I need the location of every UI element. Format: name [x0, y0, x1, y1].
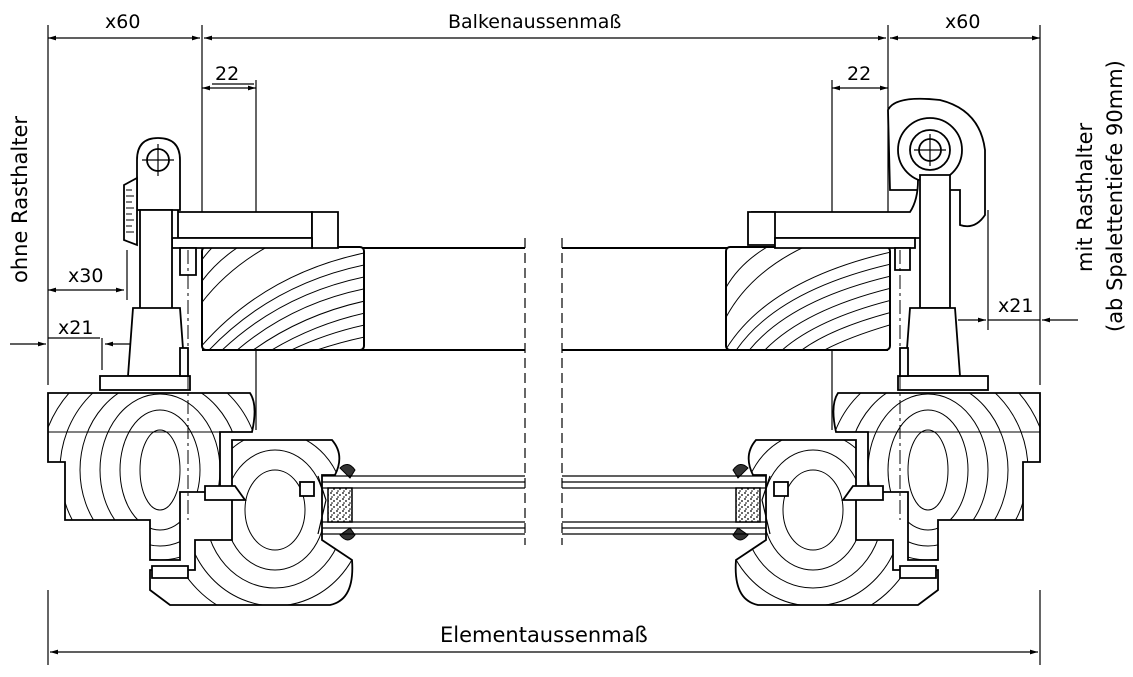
dim-offset-left: 22	[215, 63, 239, 85]
dim-x21-right: x21	[998, 295, 1033, 317]
side-label-left: ohne Rasthalter	[8, 116, 32, 283]
right-small-dimensions: x21	[958, 210, 1078, 330]
side-label-right-line1: mit Rasthalter	[1073, 122, 1097, 272]
dim-bottom: Elementaussenmaß	[440, 623, 648, 647]
left-frame-profile	[47, 392, 356, 606]
left-hinge-bracket	[99, 137, 339, 391]
right-hinge-bracket	[747, 97, 989, 391]
beam	[201, 238, 891, 545]
top-dimensions: x60 Balkenaussenmaß x60	[47, 11, 1041, 385]
dim-top-left: x60	[105, 11, 140, 33]
side-label-right-line2: (ab Spalettentiefe 90mm)	[1103, 60, 1127, 332]
left-small-dimensions: x30 x21	[10, 250, 135, 370]
glazing	[317, 475, 771, 535]
dim-top-right: x60	[945, 11, 980, 33]
right-frame-profile	[732, 392, 1041, 606]
bottom-dimension: Elementaussenmaß	[47, 590, 1041, 665]
dim-x30: x30	[68, 265, 103, 287]
dim-top-center: Balkenaussenmaß	[448, 11, 621, 33]
dim-x21-left: x21	[58, 317, 93, 339]
dim-offset-right: 22	[847, 63, 871, 85]
